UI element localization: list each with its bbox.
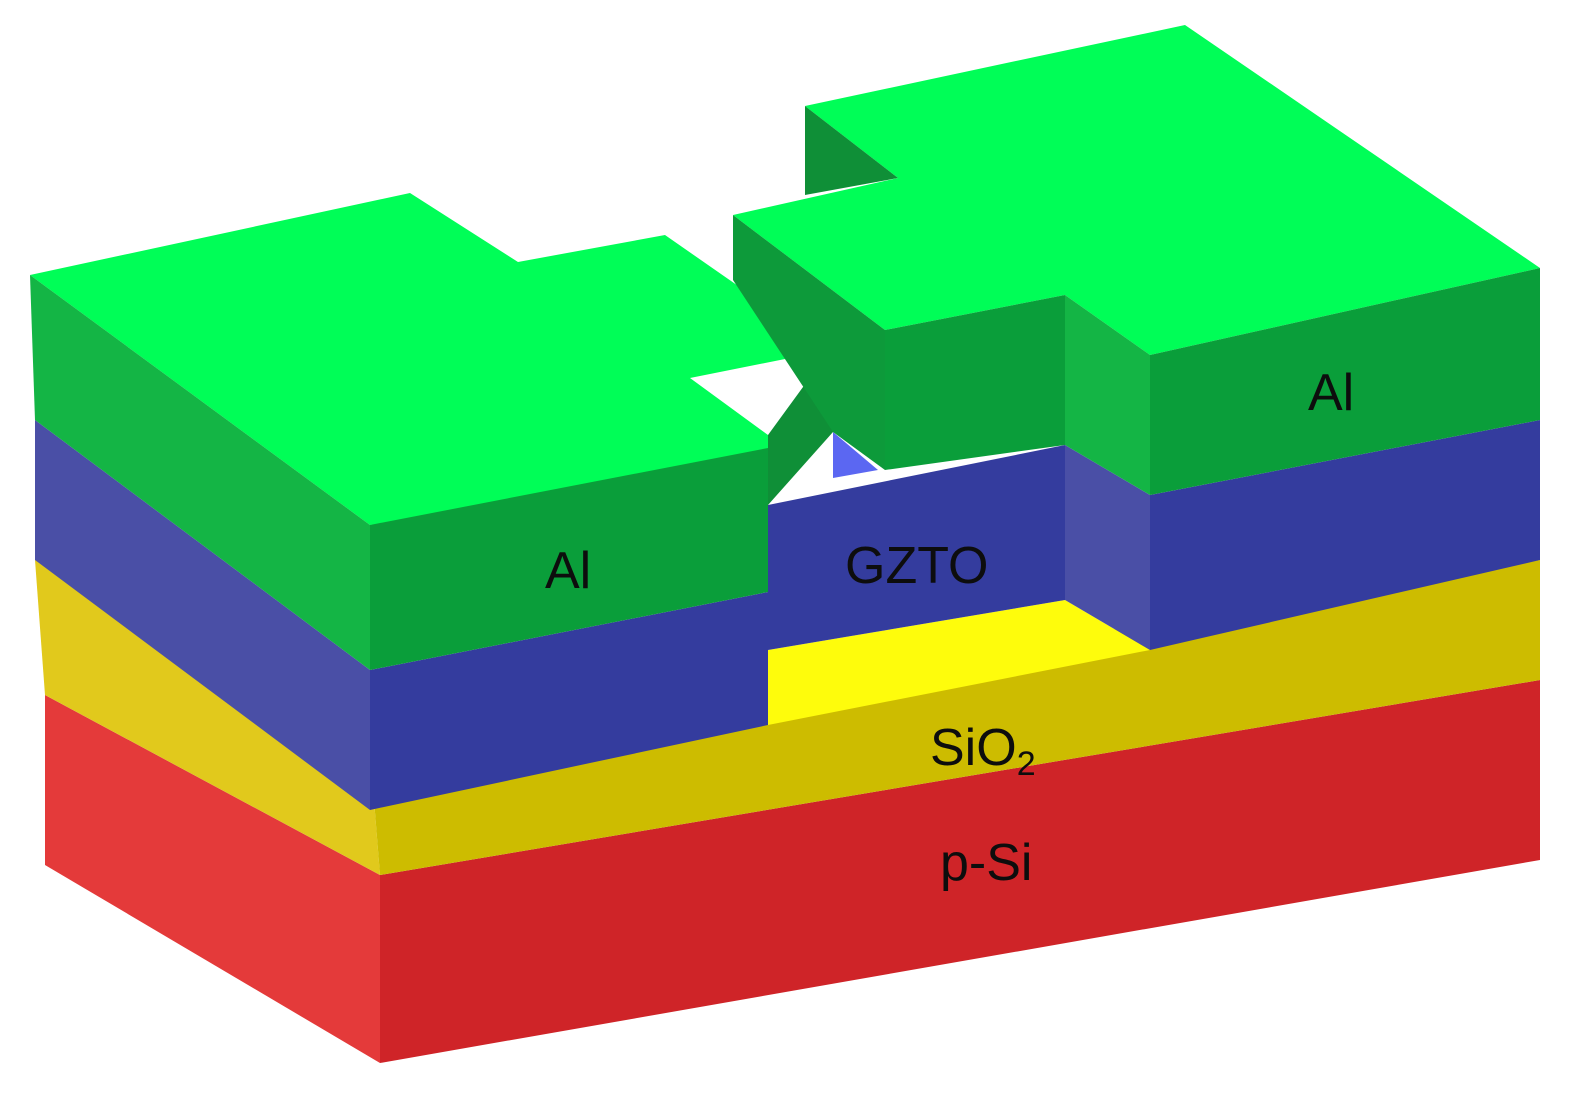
substrate-side-face (45, 695, 380, 1063)
electrode-right-left-wall (733, 215, 885, 470)
channel-exposed-top (833, 432, 878, 478)
channel-notch-wall (1065, 445, 1150, 650)
oxide-exposed-top (768, 600, 1150, 725)
substrate-layer (45, 680, 1540, 1063)
electrode-left-top (30, 193, 830, 525)
electrode-right-back-step (805, 106, 898, 195)
electrode-left-front (370, 448, 768, 670)
oxide-front-face (370, 560, 1540, 875)
electrode-left-side (30, 275, 370, 670)
electrode-right-inner-front (885, 295, 1065, 470)
label-al-left: Al (545, 542, 591, 600)
label-sio2-main: SiO (930, 719, 1017, 777)
substrate-front-face (380, 680, 1540, 1063)
electrode-right-front (1150, 268, 1540, 495)
label-al-right: Al (1308, 364, 1354, 422)
oxide-side-face (35, 560, 380, 875)
label-p-si: p-Si (940, 834, 1032, 892)
channel-front-right (1150, 420, 1540, 650)
label-gzto: GZTO (845, 537, 988, 595)
channel-front-left (370, 592, 768, 810)
electrode-left (30, 193, 833, 670)
electrode-right (733, 25, 1540, 495)
oxide-layer (35, 560, 1540, 875)
channel-front-middle (768, 445, 1065, 650)
label-sio2-subscript: 2 (1017, 745, 1036, 783)
electrode-right-notch-wall (1065, 295, 1150, 495)
channel-side-face (35, 420, 370, 810)
channel-layer (35, 420, 1540, 810)
electrode-right-top (733, 25, 1540, 355)
label-sio2: SiO2 (930, 719, 1036, 783)
